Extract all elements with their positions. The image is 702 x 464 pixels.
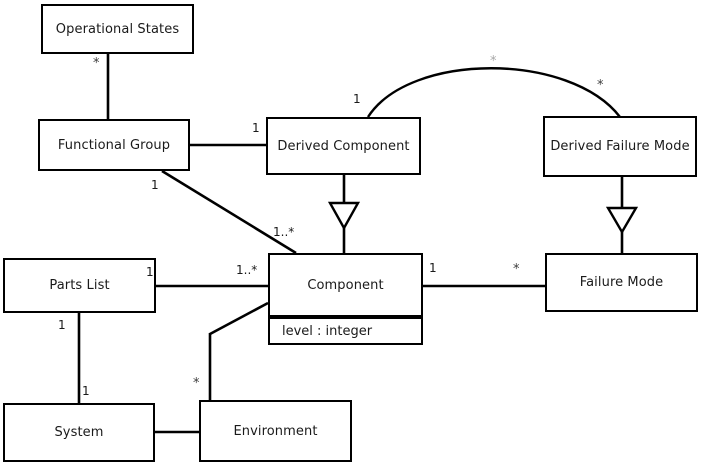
class-box-derived-component[interactable]: Derived Component <box>266 117 421 175</box>
class-box-derived-failure-mode[interactable]: Derived Failure Mode <box>543 116 697 177</box>
class-box-system[interactable]: System <box>3 403 155 462</box>
multiplicity-partslist-component: 1..* <box>236 263 258 277</box>
class-name-derived-failure-mode: Derived Failure Mode <box>550 139 690 154</box>
class-box-environment[interactable]: Environment <box>199 400 352 462</box>
class-box-component[interactable]: Component <box>268 253 423 317</box>
class-name-failure-mode: Failure Mode <box>579 275 664 290</box>
connector-functionalgroup-component <box>161 169 297 255</box>
class-name-system: System <box>54 425 104 440</box>
class-attribute-component-level: level : integer <box>268 317 423 345</box>
class-box-failure-mode[interactable]: Failure Mode <box>545 253 698 312</box>
generalization-triangle-failuremode <box>605 206 639 235</box>
class-name-environment: Environment <box>233 423 318 439</box>
connector-component-environment-diagonal <box>209 301 269 336</box>
multiplicity-fg-component-end: 1..* <box>273 225 295 239</box>
class-name-derived-component: Derived Component <box>277 138 410 154</box>
class-box-parts-list[interactable]: Parts List <box>3 258 156 313</box>
multiplicity-partslist-right: 1 <box>146 265 154 279</box>
connector-derivedcomponent-derivedfailuremode <box>366 67 621 118</box>
class-box-functional-group[interactable]: Functional Group <box>38 119 190 171</box>
class-box-operational-states[interactable]: Operational States <box>41 4 194 54</box>
multiplicity-fg-derivedcomp-right: 1 <box>252 121 260 135</box>
multiplicity-component-right: 1 <box>429 261 437 275</box>
multiplicity-fg-to-component: 1 <box>151 178 159 192</box>
multiplicity-opstates-to-fg: * <box>93 56 100 71</box>
class-name-functional-group: Functional Group <box>57 137 171 153</box>
class-name-component: Component <box>307 277 384 293</box>
multiplicity-curve-apex: * <box>490 54 497 69</box>
multiplicity-fg-to-derivedcomp-curve: 1 <box>353 92 361 106</box>
class-name-parts-list: Parts List <box>49 278 110 293</box>
multiplicity-partslist-system-top: 1 <box>58 318 66 332</box>
multiplicity-failuremode-left: * <box>513 262 520 277</box>
multiplicity-curve-to-derivedfailuremode: * <box>597 78 604 93</box>
multiplicity-partslist-system-bottom: 1 <box>82 384 90 398</box>
class-name-operational-states: Operational States <box>55 21 180 37</box>
generalization-triangle-component <box>327 201 361 231</box>
multiplicity-component-environment: * <box>193 376 200 391</box>
